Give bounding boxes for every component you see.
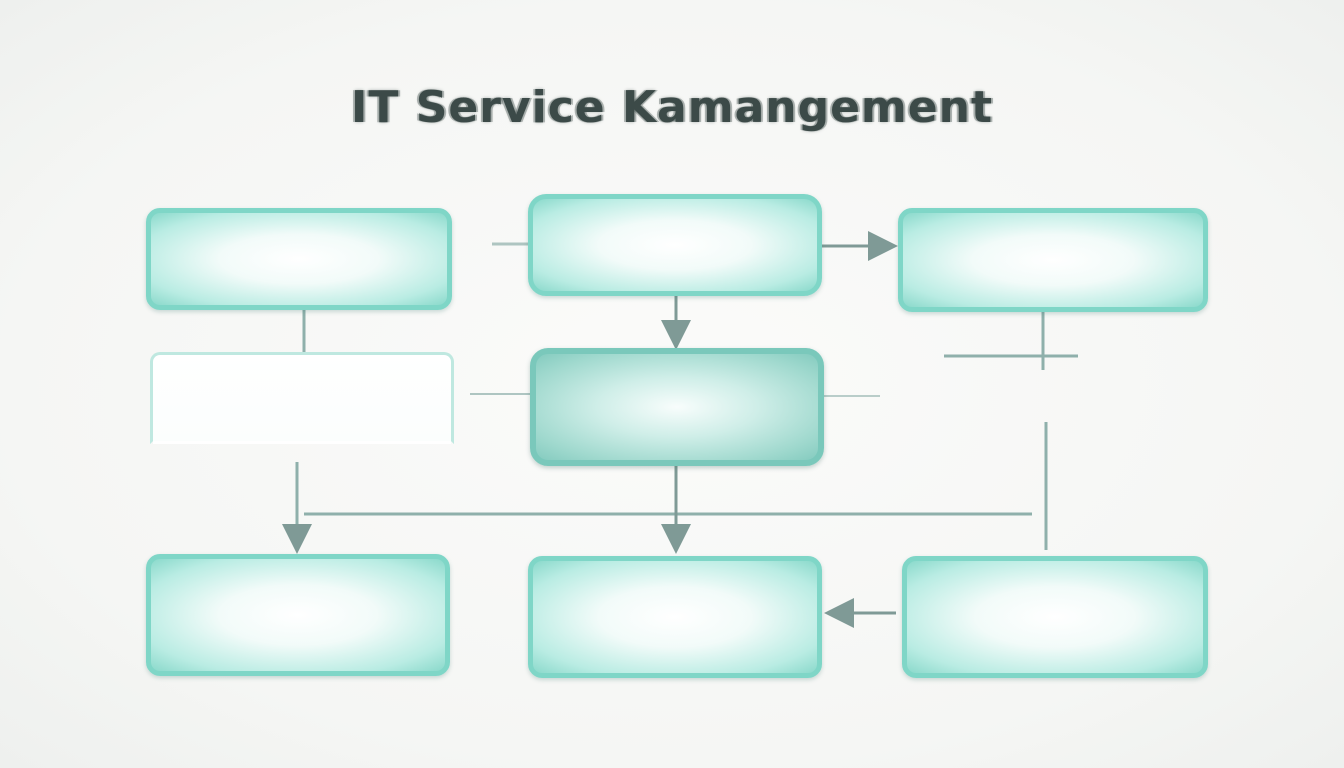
diagram-title: IT Service Kamangement xyxy=(351,82,993,133)
node-bottom-center xyxy=(528,556,822,678)
node-mid-right xyxy=(930,376,1162,420)
node-bottom-right xyxy=(902,556,1208,678)
node-mid-left xyxy=(150,352,454,444)
node-top-center xyxy=(528,194,822,296)
node-mid-center xyxy=(530,348,824,466)
node-bottom-left xyxy=(146,554,450,676)
node-top-left xyxy=(146,208,452,310)
node-top-right xyxy=(898,208,1208,312)
